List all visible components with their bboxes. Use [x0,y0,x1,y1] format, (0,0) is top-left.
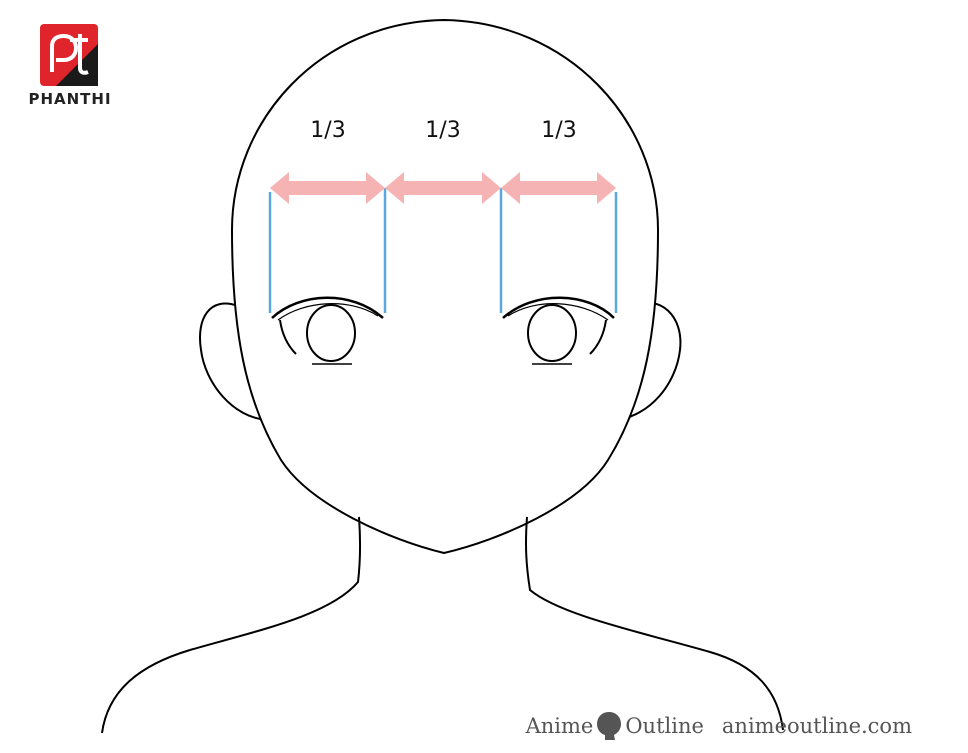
anime-outline-watermark: Anime Outline animeoutline.com [526,709,912,743]
left-eye-upper-lid [271,296,384,319]
guide-lines [268,188,618,313]
neck-left [101,516,362,734]
right-iris [527,304,577,362]
left-eye-lash [279,319,297,355]
watermark-brand-left: Anime [525,714,594,738]
right-ear [615,301,682,421]
left-ear [199,302,269,421]
right-eye-lash [589,319,607,355]
watermark-brand-right: Outline [625,714,704,738]
arrow-middle-third [385,172,501,204]
left-eye-lid-line [277,303,379,321]
phanthi-logo: PHANTHI [20,24,120,114]
arrow-right-third [501,172,616,204]
right-eye-lid-line [507,303,609,321]
arrow-left-third [270,172,385,204]
right-eye-upper-lid [502,296,615,319]
fraction-label-right: 1/3 [541,118,577,143]
logo-badge-icon [40,24,98,86]
logo-text: PHANTHI [28,90,112,108]
head-silhouette-icon [597,712,622,740]
right-eye [502,296,615,365]
left-eye [271,296,384,365]
fraction-label-left: 1/3 [310,118,346,143]
measure-arrows [270,172,616,204]
watermark-site: animeoutline.com [721,714,912,738]
head-outline [230,18,660,555]
neck-right [525,516,784,731]
fraction-label-middle: 1/3 [425,118,461,143]
left-iris [306,304,356,362]
